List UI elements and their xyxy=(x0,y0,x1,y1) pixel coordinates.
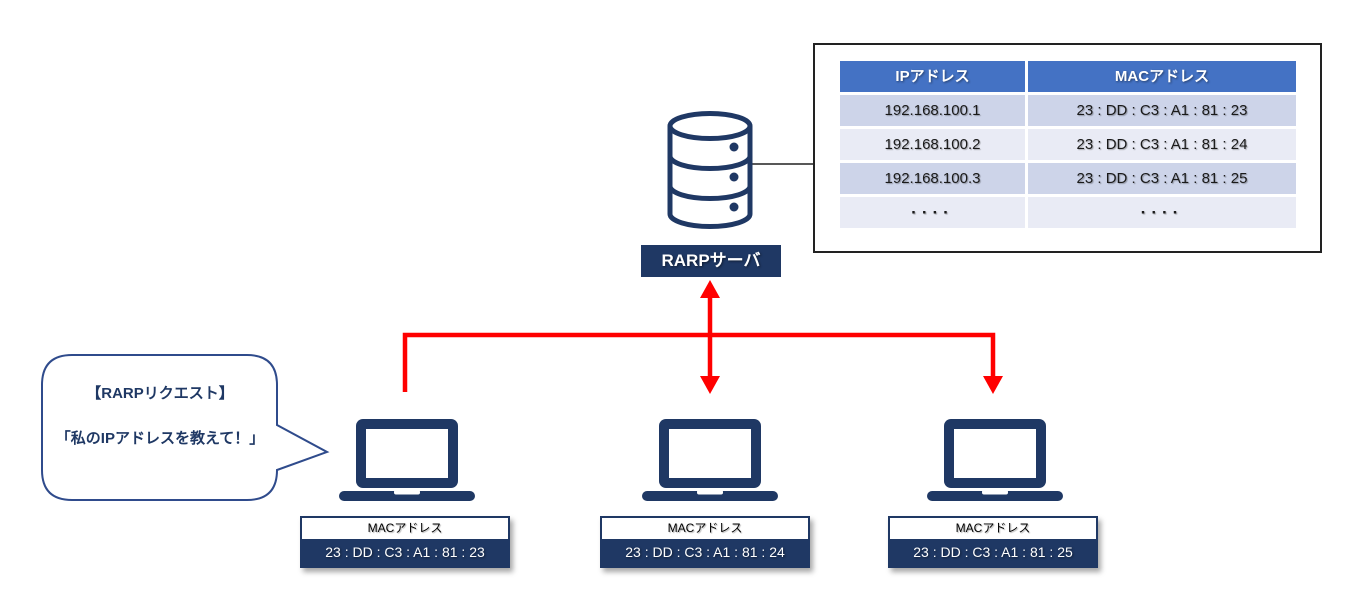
arrowhead-up-to-server xyxy=(700,280,720,298)
table-cell-ip-2: 192.168.100.2 xyxy=(840,129,1025,160)
table-cell-ip-1: 192.168.100.1 xyxy=(840,95,1025,126)
mac-label-3: MACアドレス xyxy=(890,518,1096,539)
mac-label-1: MACアドレス xyxy=(302,518,508,539)
table-cell-mac-3: 23 : DD : C3 : A1 : 81 : 25 xyxy=(1028,163,1296,194)
rarp-request-title: 【RARPリクエスト】 xyxy=(86,385,234,402)
mac-value-1: 23 : DD : C3 : A1 : 81 : 23 xyxy=(302,539,508,566)
laptop-icon-2 xyxy=(642,419,778,501)
broadcast-arrow-lines xyxy=(402,294,996,392)
rarp-request-message: 「私のIPアドレスを教えて！」 xyxy=(55,430,265,447)
speech-bubble xyxy=(41,354,330,501)
mac-label-2: MACアドレス xyxy=(602,518,808,539)
arrowhead-down-to-client2 xyxy=(700,376,720,394)
mac-value-2: 23 : DD : C3 : A1 : 81 : 24 xyxy=(602,539,808,566)
table-cell-ip-more: ···· xyxy=(840,197,1025,228)
broadcast-arrowheads xyxy=(700,280,1003,394)
mac-box-3: MACアドレス 23 : DD : C3 : A1 : 81 : 25 xyxy=(888,516,1098,568)
arrowhead-down-to-client3 xyxy=(983,376,1003,394)
table-header-mac: MACアドレス xyxy=(1028,61,1296,92)
database-icon xyxy=(667,111,753,229)
table-cell-ip-3: 192.168.100.3 xyxy=(840,163,1025,194)
speech-bubble-text: 【RARPリクエスト】 「私のIPアドレスを教えて！」 xyxy=(50,382,270,448)
table-header-ip: IPアドレス xyxy=(840,61,1025,92)
table-cell-mac-1: 23 : DD : C3 : A1 : 81 : 23 xyxy=(1028,95,1296,126)
table-cell-mac-2: 23 : DD : C3 : A1 : 81 : 24 xyxy=(1028,129,1296,160)
mac-box-2: MACアドレス 23 : DD : C3 : A1 : 81 : 24 xyxy=(600,516,810,568)
mapping-table: IPアドレス MACアドレス 192.168.100.1 23 : DD : C… xyxy=(840,61,1296,228)
table-cell-mac-more: ···· xyxy=(1028,197,1296,228)
mac-box-1: MACアドレス 23 : DD : C3 : A1 : 81 : 23 xyxy=(300,516,510,568)
laptop-icon-1 xyxy=(339,419,475,501)
laptop-icon-3 xyxy=(927,419,1063,501)
rarp-server-label: RARPサーバ xyxy=(641,245,781,277)
mac-value-3: 23 : DD : C3 : A1 : 81 : 25 xyxy=(890,539,1096,566)
